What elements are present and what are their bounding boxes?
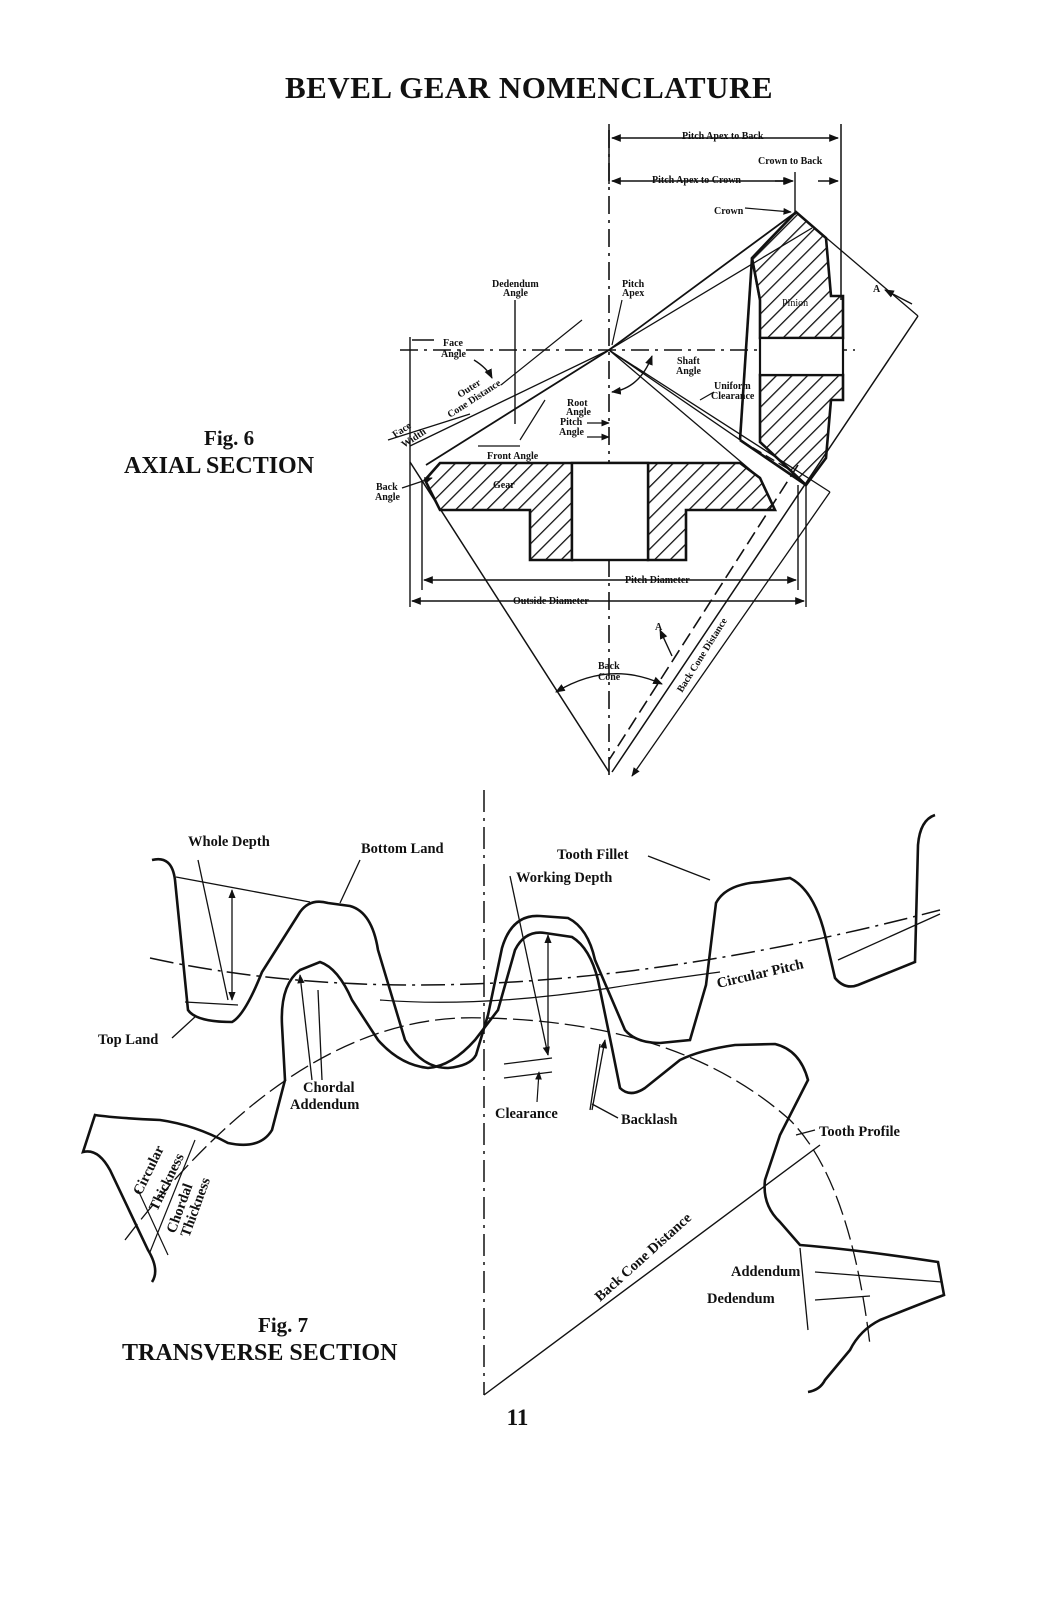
pitch-circle bbox=[124, 1017, 871, 1346]
pitch-apex-leader bbox=[611, 299, 623, 346]
outer-cone-distance-leader bbox=[500, 319, 583, 386]
label-uniform-clearance: Uniform bbox=[714, 381, 751, 392]
svg-text:Angle: Angle bbox=[566, 407, 592, 418]
label-pitch-apex-to-crown: Pitch Apex to Crown bbox=[652, 175, 741, 186]
svg-text:Angle: Angle bbox=[375, 492, 401, 503]
working-depth-leader bbox=[509, 875, 550, 1056]
addendum-leader bbox=[814, 1271, 943, 1283]
svg-text:Angle: Angle bbox=[676, 366, 702, 377]
section-a-arrow-bottom bbox=[659, 629, 673, 657]
label-back-cone-distance-fig6: Back Cone Distance bbox=[675, 616, 730, 695]
label-gear: Gear bbox=[493, 480, 515, 491]
back-angle-leader bbox=[401, 477, 433, 489]
pinion-section-upper bbox=[750, 210, 845, 340]
label-circular-pitch: Circular Pitch bbox=[715, 956, 805, 991]
back-cone-angle-arc bbox=[555, 673, 663, 693]
svg-text:Angle: Angle bbox=[441, 349, 467, 360]
backlash-leader bbox=[591, 1039, 608, 1111]
chordal-addendum-leader bbox=[297, 974, 313, 1081]
pinion-bore bbox=[758, 336, 845, 377]
svg-text:Addendum: Addendum bbox=[290, 1097, 359, 1113]
gear-pitch-cone-line bbox=[425, 349, 610, 466]
back-cone-axis bbox=[608, 464, 799, 761]
label-back-cone-distance-fig7: Back Cone Distance bbox=[592, 1210, 695, 1305]
page-number: 11 bbox=[506, 1405, 529, 1430]
face-angle-arrow bbox=[473, 359, 493, 379]
label-dedendum: Dedendum bbox=[707, 1291, 775, 1307]
label-pitch-diameter: Pitch Diameter bbox=[625, 575, 690, 586]
crown-leader bbox=[744, 207, 792, 215]
bottom-land-leader bbox=[339, 859, 361, 904]
clearance-leader bbox=[535, 1071, 542, 1103]
label-tooth-profile: Tooth Profile bbox=[819, 1124, 901, 1140]
lower-gear-profile bbox=[81, 931, 946, 1394]
label-top-land: Top Land bbox=[98, 1032, 158, 1048]
dedendum-leader bbox=[814, 1295, 871, 1301]
svg-text:Cone: Cone bbox=[598, 672, 621, 683]
section-a-arrow-top bbox=[884, 289, 913, 305]
label-root-angle: Root bbox=[567, 398, 588, 409]
axial-section-diagram: Pitch Apex to Back Crown to Back Pitch A… bbox=[375, 124, 919, 777]
label-pitch-apex: Pitch bbox=[622, 279, 645, 290]
back-cone-distance-dimension bbox=[631, 491, 831, 777]
pitch-line bbox=[149, 909, 941, 986]
svg-text:Clearance: Clearance bbox=[711, 391, 755, 402]
label-crown: Crown bbox=[714, 206, 744, 217]
label-outside-diameter: Outside Diameter bbox=[513, 596, 589, 607]
tooth-profile-leader bbox=[795, 1129, 816, 1136]
label-shaft-angle: Shaft bbox=[677, 356, 700, 367]
chordal-thickness-leader bbox=[149, 1139, 196, 1253]
label-pitch-angle: Pitch bbox=[560, 417, 583, 428]
shaft-angle-arc bbox=[611, 355, 653, 395]
label-back-cone: Back bbox=[598, 661, 620, 672]
whole-depth-leader bbox=[197, 859, 229, 1001]
svg-text:Apex: Apex bbox=[622, 288, 644, 299]
label-bottom-land: Bottom Land bbox=[361, 841, 444, 857]
label-chordal-addendum: Chordal bbox=[303, 1080, 355, 1096]
face-width-leader bbox=[387, 413, 471, 441]
svg-text:Angle: Angle bbox=[559, 427, 585, 438]
fig6-title: AXIAL SECTION bbox=[124, 453, 315, 479]
pinion-section-lower bbox=[758, 373, 845, 487]
label-clearance: Clearance bbox=[495, 1106, 558, 1122]
back-cone-line-right bbox=[611, 315, 919, 773]
pinion-pitch-cone-line bbox=[608, 211, 797, 351]
pinion-back-face bbox=[738, 257, 754, 441]
label-back-angle: Back bbox=[376, 482, 398, 493]
fig7-title: TRANSVERSE SECTION bbox=[122, 1340, 398, 1366]
label-tooth-fillet: Tooth Fillet bbox=[557, 847, 629, 863]
label-pitch-apex-to-back: Pitch Apex to Back bbox=[682, 131, 764, 142]
label-face-angle: Face bbox=[443, 338, 464, 349]
svg-text:Angle: Angle bbox=[503, 288, 529, 299]
label-section-a-bottom: A bbox=[655, 622, 663, 633]
label-whole-depth: Whole Depth bbox=[188, 834, 270, 850]
label-dedendum-angle: Dedendum bbox=[492, 279, 539, 290]
fig7-number: Fig. 7 bbox=[258, 1313, 309, 1337]
label-addendum: Addendum bbox=[731, 1264, 800, 1280]
label-working-depth: Working Depth bbox=[516, 870, 612, 886]
gear-bore bbox=[570, 461, 650, 562]
label-section-a-top: A bbox=[873, 284, 881, 295]
back-cone-line-left bbox=[409, 461, 610, 773]
page-title: BEVEL GEAR NOMENCLATURE bbox=[284, 70, 774, 105]
upper-gear-profile bbox=[151, 813, 936, 1070]
top-land-leader bbox=[171, 1015, 197, 1039]
label-crown-to-back: Crown to Back bbox=[758, 156, 823, 167]
transverse-section-diagram: Whole Depth Bottom Land Tooth Fillet Wor… bbox=[81, 790, 946, 1396]
circular-thickness-leader bbox=[137, 1189, 169, 1256]
fig6-number: Fig. 6 bbox=[204, 426, 255, 450]
uniform-clearance-leader bbox=[699, 391, 715, 401]
label-front-angle: Front Angle bbox=[487, 451, 539, 462]
tooth-fillet-leader bbox=[647, 855, 711, 881]
label-backlash: Backlash bbox=[621, 1112, 677, 1128]
label-pinion: Pinion bbox=[782, 298, 808, 309]
